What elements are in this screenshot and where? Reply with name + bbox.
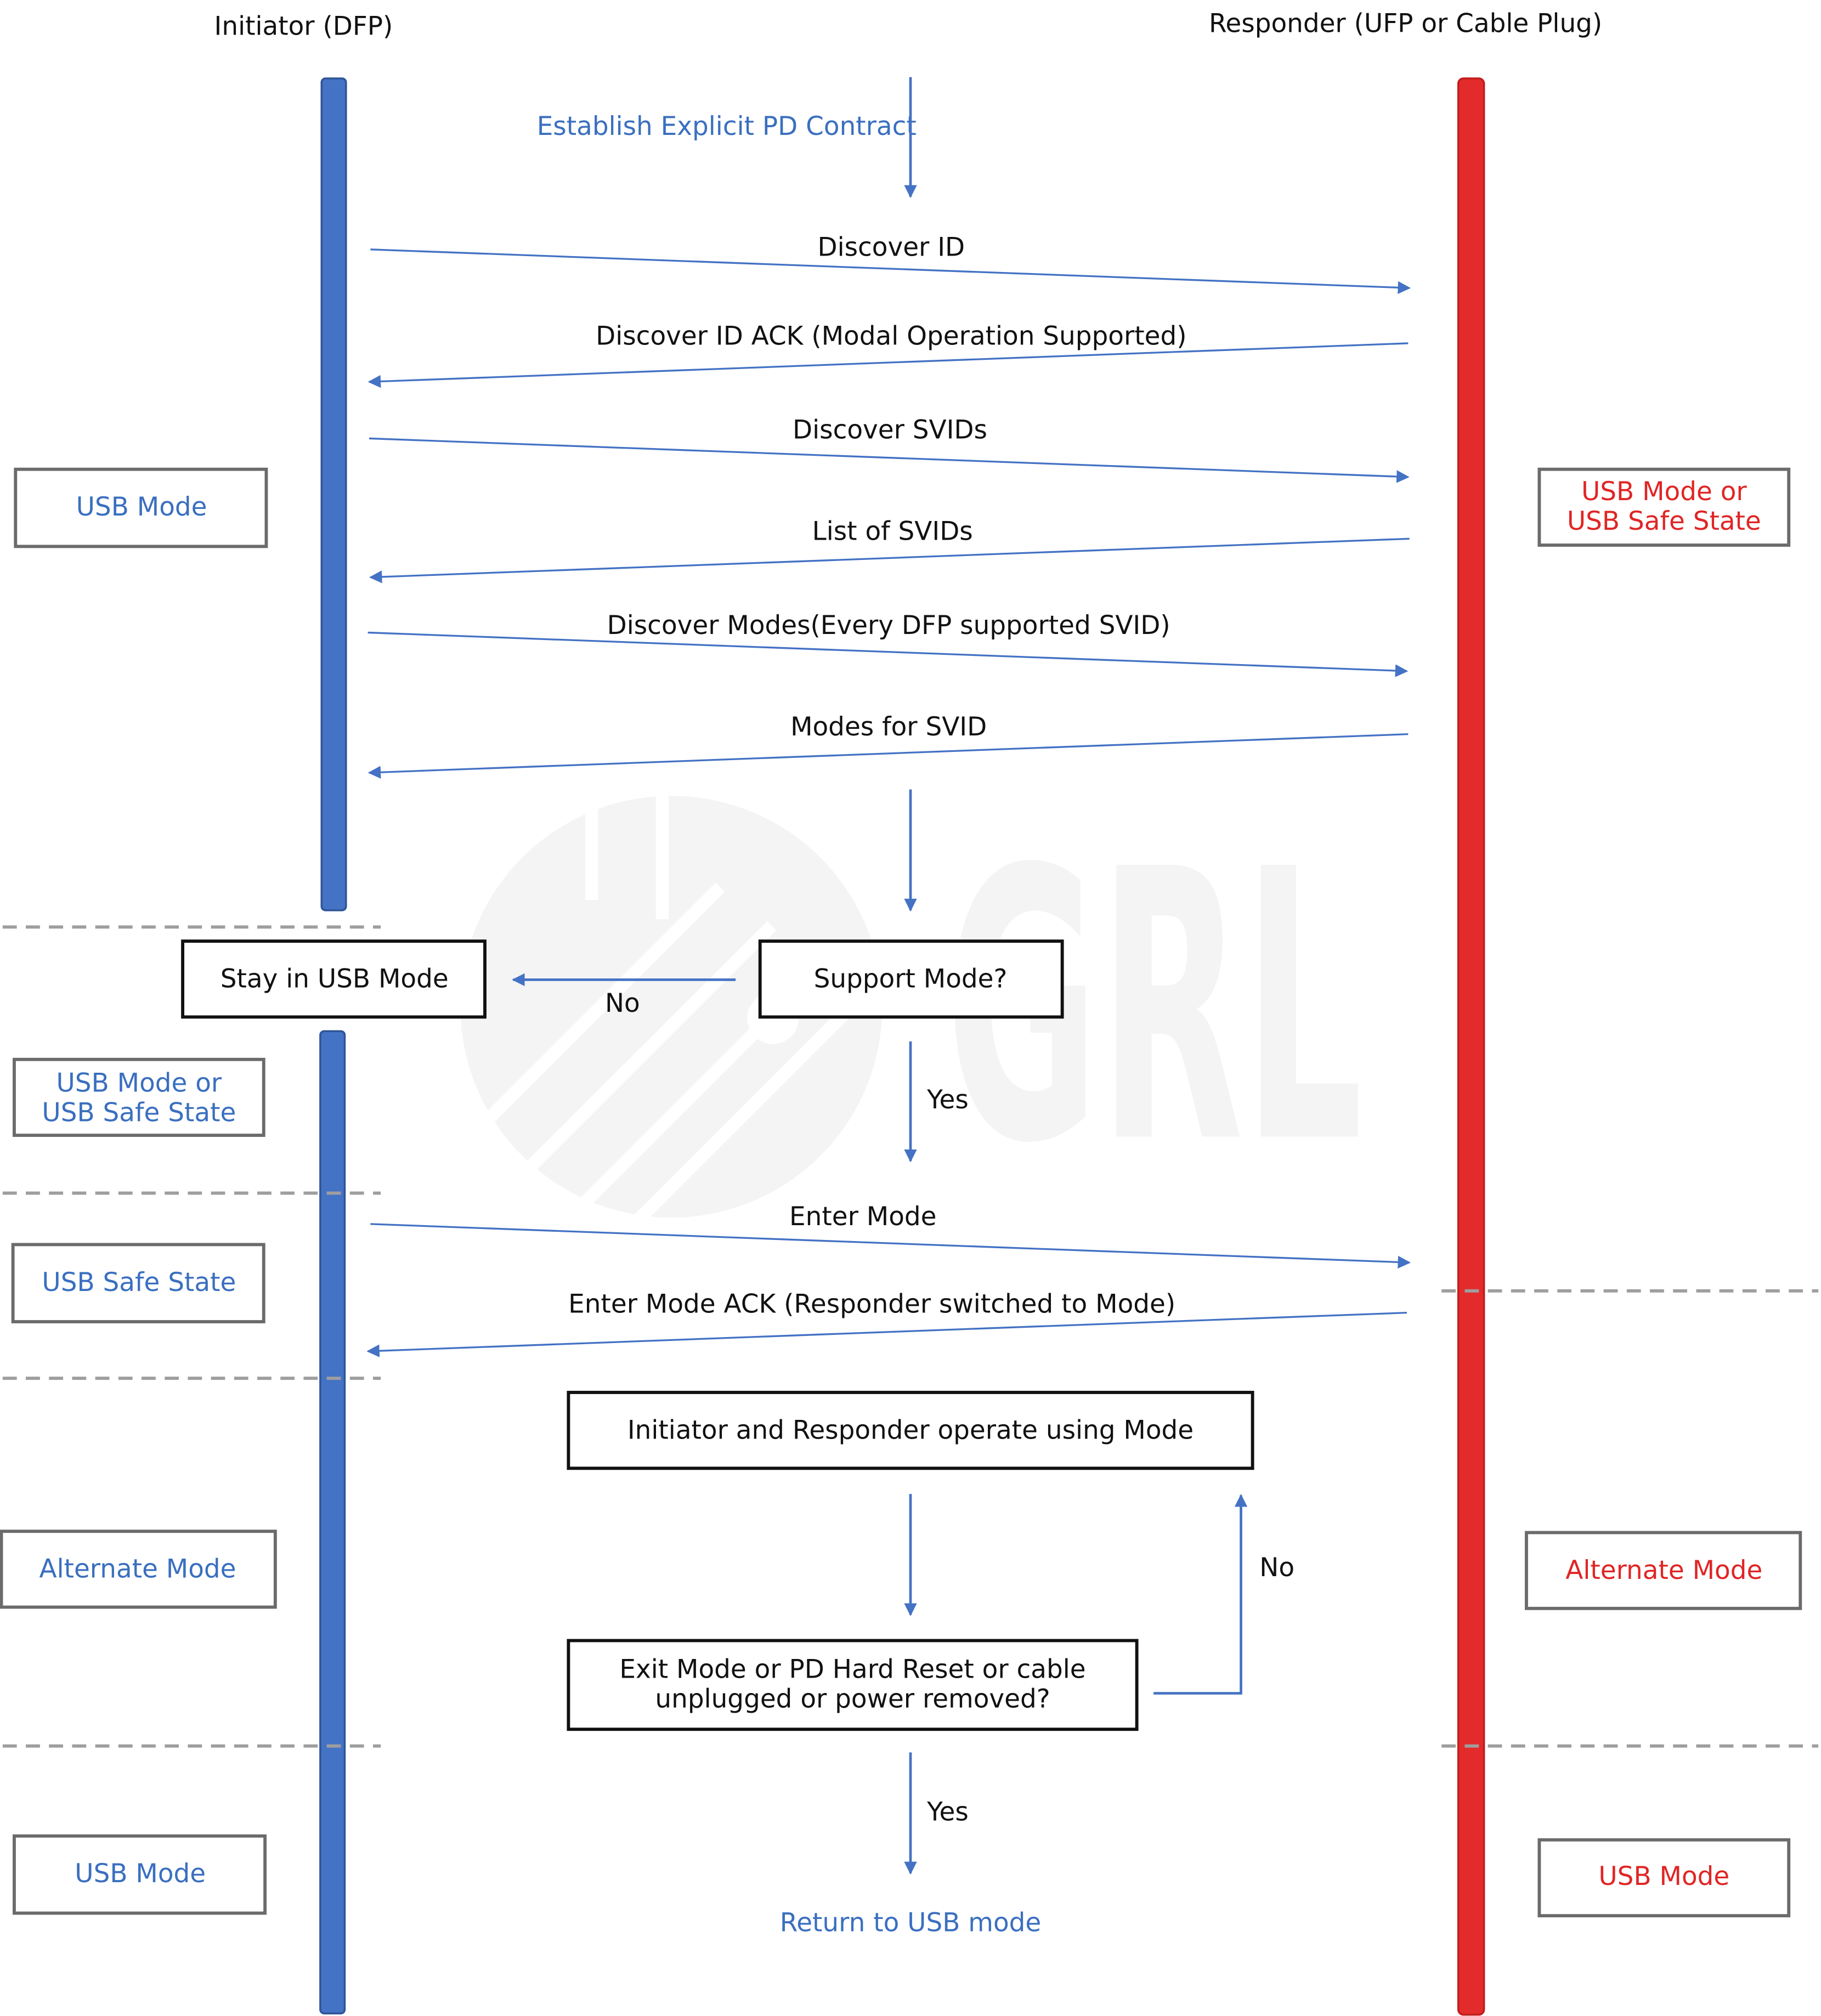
message-arrow [367, 631, 1409, 677]
message-arrow [369, 437, 1410, 483]
initiator-state-usb-mode-final: USB Mode [13, 1834, 267, 1915]
initiator-state-alternate-mode: Alternate Mode [0, 1530, 277, 1609]
message-arrow [369, 537, 1410, 584]
message-enter-mode: Enter Mode [370, 1202, 1411, 1269]
support-mode-decision-box: Support Mode? [758, 939, 1064, 1019]
responder-lifeline [1457, 77, 1485, 2016]
no-exit-loop-arrow [1153, 1494, 1248, 1695]
state-label: USB Mode [76, 492, 207, 522]
state-label-line1: USB Mode or [1581, 477, 1747, 507]
exit-mode-label-line1: Exit Mode or PD Hard Reset or cable [619, 1654, 1085, 1684]
message-list-of-svids: List of SVIDs [369, 517, 1410, 584]
state-label-line2: USB Safe State [42, 1097, 236, 1128]
no-support-label: No [605, 988, 640, 1018]
message-discover-modes: Discover Modes(Every DFP supported SVID) [367, 610, 1409, 677]
responder-header: Responder (UFP or Cable Plug) [1209, 9, 1602, 39]
state-label: Alternate Mode [1565, 1555, 1762, 1585]
state-label: USB Mode [75, 1859, 206, 1889]
grl-watermark: GRL [460, 791, 1363, 1225]
state-label: USB Mode [1598, 1861, 1729, 1892]
message-enter-mode-ack: Enter Mode ACK (Responder switched to Mo… [366, 1289, 1407, 1357]
stay-in-usb-mode-box: Stay in USB Mode [181, 939, 487, 1019]
message-discover-svids: Discover SVIDs [369, 415, 1410, 483]
operate-using-mode-label: Initiator and Responder operate using Mo… [627, 1415, 1194, 1445]
stay-in-usb-mode-label: Stay in USB Mode [220, 964, 449, 994]
message-label: Discover Modes(Every DFP supported SVID) [607, 610, 1170, 641]
state-label: USB Safe State [42, 1267, 236, 1298]
return-to-usb-mode-label: Return to USB mode [780, 1907, 1041, 1938]
message-label: Discover ID [817, 233, 965, 263]
exit-mode-label-line2: unplugged or power removed? [655, 1684, 1050, 1714]
initiator-lifeline-top [320, 77, 347, 911]
message-arrow [367, 342, 1409, 388]
initiator-header: Initiator (DFP) [214, 11, 393, 41]
message-label: Discover ID ACK (Modal Operation Support… [596, 321, 1186, 351]
initiator-lifeline-bottom [319, 1030, 346, 2015]
operate-using-mode-box: Initiator and Responder operate using Mo… [567, 1391, 1254, 1470]
message-arrow [367, 733, 1409, 779]
establish-contract-label: Establish Explicit PD Contract [537, 111, 917, 141]
message-label: Discover SVIDs [793, 415, 987, 445]
responder-state-usb-mode-or-safe-state: USB Mode or USB Safe State [1537, 467, 1791, 547]
state-label: Alternate Mode [39, 1554, 236, 1584]
support-mode-label: Support Mode? [814, 964, 1008, 994]
message-arrow [370, 248, 1411, 295]
message-label: Enter Mode [789, 1202, 936, 1232]
phase-separators [2, 925, 1819, 1748]
responder-state-usb-mode: USB Mode [1537, 1838, 1791, 1918]
state-label-line2: USB Safe State [1567, 506, 1761, 536]
yes-exit-label: Yes [926, 1797, 969, 1827]
state-label-line1: USB Mode or [56, 1068, 222, 1098]
message-discover-id-ack: Discover ID ACK (Modal Operation Support… [367, 321, 1409, 388]
message-discover-id: Discover ID [370, 233, 1411, 295]
message-arrow [366, 1311, 1407, 1357]
message-label: Enter Mode ACK (Responder switched to Mo… [568, 1289, 1175, 1320]
message-label: Modes for SVID [790, 712, 987, 742]
initiator-state-usb-mode: USB Mode [14, 467, 268, 548]
responder-state-alternate-mode: Alternate Mode [1525, 1531, 1802, 1610]
message-arrow [370, 1223, 1411, 1269]
exit-mode-decision-box: Exit Mode or PD Hard Reset or cable unpl… [567, 1639, 1139, 1731]
watermark-circle [460, 796, 883, 1218]
message-modes-for-svid: Modes for SVID [367, 712, 1409, 779]
initiator-state-usb-mode-or-safe-state: USB Mode or USB Safe State [13, 1057, 265, 1137]
message-label: List of SVIDs [812, 517, 973, 547]
yes-support-label: Yes [926, 1085, 969, 1115]
initiator-state-usb-safe-state: USB Safe State [11, 1243, 265, 1323]
no-exit-label: No [1259, 1553, 1294, 1583]
